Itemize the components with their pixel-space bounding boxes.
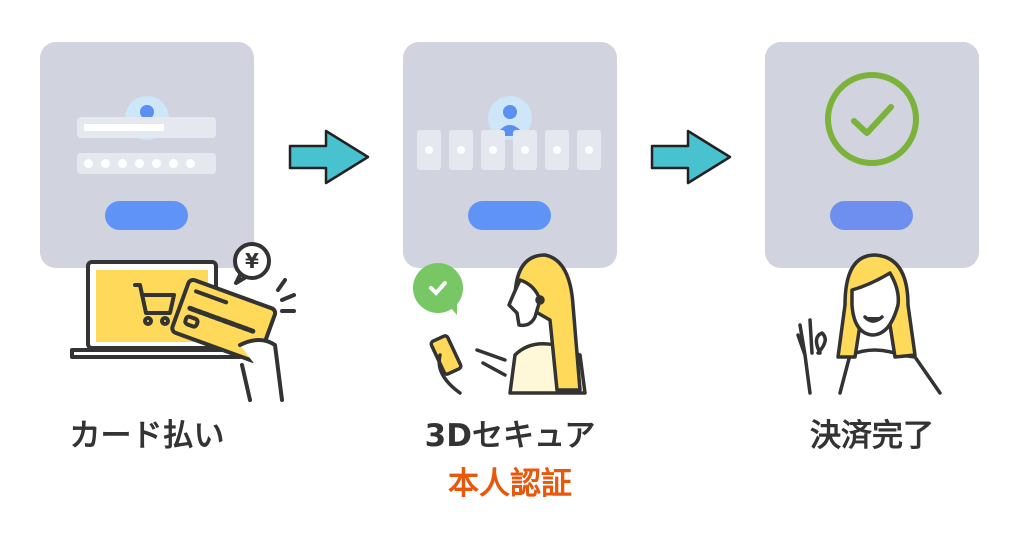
arrow-right-icon [288,129,370,185]
laptop-card-payment-illustration: ¥ [70,242,296,402]
otp-digit-box [449,130,473,170]
check-circle-icon [825,72,919,166]
verify-button [468,201,551,230]
step-sublabel-authentication: 本人認証 [448,466,572,502]
completion-panel [765,42,979,268]
username-value [84,124,164,131]
woman-ok-sign-illustration [796,253,942,395]
otp-digit-box [545,130,569,170]
step-label-card-payment: カード払い [69,418,225,454]
otp-form-panel [403,42,617,268]
otp-digit-box [577,130,601,170]
login-button [105,201,188,230]
username-field [77,117,216,138]
otp-digit-box [481,130,505,170]
step-label-payment-complete: 決済完了 [810,418,934,454]
done-button [830,201,913,230]
yen-icon: ¥ [245,249,259,273]
login-form-panel [40,42,254,268]
password-field [77,153,216,174]
step-label-3d-secure: 3Dセキュア [424,418,596,454]
otp-digit-box [417,130,441,170]
arrow-right-icon [650,129,732,185]
otp-digit-box [513,130,537,170]
woman-with-smartphone-illustration [413,253,587,395]
